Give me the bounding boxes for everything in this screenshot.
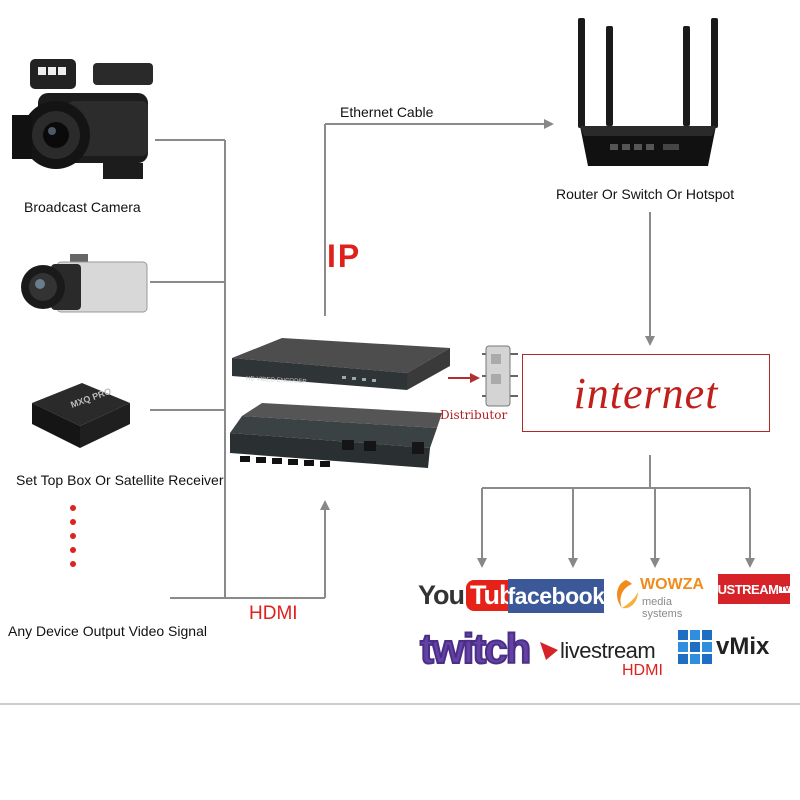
set-top-box-label: Set Top Box Or Satellite Receiver — [16, 472, 224, 488]
cctv-camera-icon — [15, 252, 150, 322]
livestream-mark-icon — [540, 642, 558, 660]
vmix-logo: vMix — [678, 627, 769, 667]
livestream-logo: livestream — [540, 636, 656, 666]
ip-label: IP — [327, 238, 362, 274]
vmix-grid-icon — [678, 630, 712, 664]
twitch-logo: twitch — [419, 624, 532, 673]
distributor-icon — [478, 340, 522, 412]
router-icon — [568, 18, 728, 178]
encoder-panel-text: HD VIDEO ENCODER — [246, 376, 308, 385]
hd-video-encoder-icon: HD VIDEO ENCODER — [222, 328, 454, 476]
any-device-label: Any Device Output Video Signal — [8, 623, 207, 639]
youtube-logo: You Tube — [418, 576, 533, 614]
broadcast-camera-icon — [8, 55, 158, 190]
internet-box: internet — [522, 354, 770, 432]
set-top-box-icon: MXQ PRO — [22, 378, 132, 453]
facebook-logo: facebook — [508, 579, 605, 613]
router-label: Router Or Switch Or Hotspot — [556, 186, 735, 202]
wowza-logo: WOWZA media systems — [612, 574, 712, 620]
hdmi-input-label: HDMI — [249, 603, 298, 624]
wowza-swirl-icon — [617, 580, 638, 609]
more-devices-dots — [70, 505, 78, 575]
internet-label: internet — [573, 368, 719, 418]
distributor-label: Distributor — [440, 408, 508, 422]
ethernet-cable-label: Ethernet Cable — [340, 104, 434, 120]
ustream-logo: USTREAM TV — [718, 574, 791, 604]
hdmi-caption: HDMI — [622, 662, 663, 679]
broadcast-camera-label: Broadcast Camera — [24, 199, 141, 215]
